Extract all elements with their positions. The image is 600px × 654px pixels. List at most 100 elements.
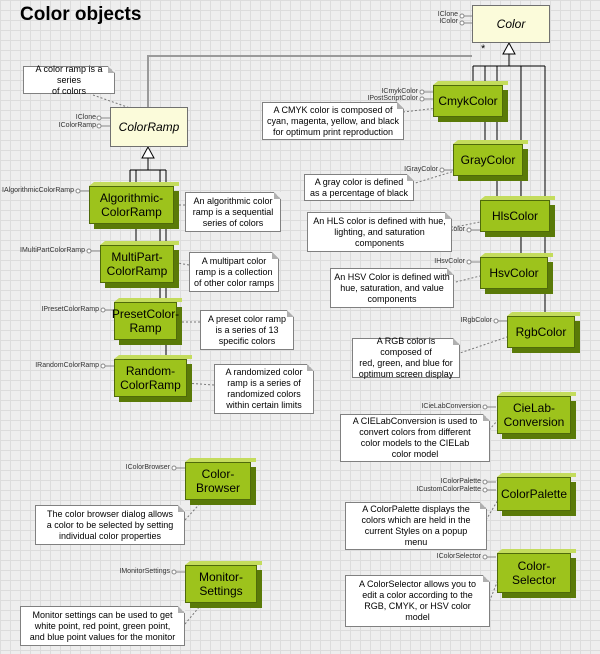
note-browser-text: The color browser dialog allows a color … xyxy=(46,508,174,541)
iface-igraycolor: IGrayColor xyxy=(404,166,438,173)
iface-icolorbrowser: IColorBrowser xyxy=(125,464,170,471)
color-ramp-class-label: ColorRamp xyxy=(118,120,180,134)
note-monitor-text: Monitor settings can be used to get whit… xyxy=(29,609,176,642)
note-rgb-text: A RGB color is composed of red, green, a… xyxy=(358,336,454,379)
multipart-color-ramp-class: MultiPart- ColorRamp xyxy=(100,245,174,283)
iface-irgbcolor: IRgbColor xyxy=(460,317,492,324)
iface-icolorselector: IColorSelector xyxy=(436,553,481,560)
note-hls-text: An HLS color is defined with hue, lighti… xyxy=(313,215,446,248)
page-title: Color objects xyxy=(20,4,142,25)
note-rgb: A RGB color is composed of red, green, a… xyxy=(352,336,460,379)
note-browser: The color browser dialog allows a color … xyxy=(35,505,185,545)
iface-irandomcolorramp: IRandomColorRamp xyxy=(35,362,99,369)
iface-icolorpalette: IColorPalette xyxy=(440,478,481,485)
note-cielab: A CIELabConversion is used to convert co… xyxy=(340,414,490,462)
cielab-conversion-label: CieLab- Conversion xyxy=(503,401,565,429)
iface-iclone: IClone xyxy=(437,11,458,18)
note-algorithmic: An algorithmic color ramp is a sequentia… xyxy=(185,192,281,232)
iface-ipostscriptcolor: IPostScriptColor xyxy=(367,95,418,102)
browser-interfaces: IColorBrowser xyxy=(100,464,170,471)
note-hsv: An HSV Color is defined with hue, satura… xyxy=(330,268,454,308)
selector-interfaces: IColorSelector xyxy=(400,553,481,560)
preset-color-ramp-label: PresetColor- Ramp xyxy=(111,307,180,335)
monitor-settings-label: Monitor- Settings xyxy=(198,570,243,598)
color-selector-label: Color- Selector xyxy=(511,559,557,587)
monitor-settings-class: Monitor- Settings xyxy=(185,565,257,603)
hls-color-label: HlsColor xyxy=(491,209,538,223)
random-color-ramp-class: Random- ColorRamp xyxy=(114,359,187,397)
color-class: Color xyxy=(472,5,550,43)
color-palette-class: ColorPalette xyxy=(497,477,571,511)
algorithmic-color-ramp-label: Algorithmic- ColorRamp xyxy=(99,191,164,219)
rgb-color-class: RgbColor xyxy=(507,316,575,348)
note-cmyk: A CMYK color is composed of cyan, magent… xyxy=(262,102,404,140)
inheritance-arrow xyxy=(141,145,155,159)
multiplicity-label: * xyxy=(481,43,486,55)
hsv-color-class: HsvColor xyxy=(480,257,548,289)
multipart-color-ramp-label: MultiPart- ColorRamp xyxy=(106,250,168,278)
hls-color-class: HlsColor xyxy=(480,200,550,232)
iface-icmykcolor: ICmykColor xyxy=(381,88,418,95)
algorithmic-interfaces: IAlgorithmicColorRamp xyxy=(0,187,74,194)
cielab-conversion-class: CieLab- Conversion xyxy=(497,396,571,434)
note-hls: An HLS color is defined with hue, lighti… xyxy=(307,212,452,252)
note-preset-text: A preset color ramp is a series of 13 sp… xyxy=(207,313,287,346)
note-preset: A preset color ramp is a series of 13 sp… xyxy=(200,310,294,350)
iface-ipresetcolorramp: IPresetColorRamp xyxy=(41,306,99,313)
color-palette-label: ColorPalette xyxy=(500,487,568,501)
gray-interfaces: IGrayColor xyxy=(380,166,438,173)
note-random: A randomized color ramp is a series of r… xyxy=(214,364,314,414)
note-color-ramp: A color ramp is a series of colors xyxy=(23,63,115,96)
color-browser-label: Color- Browser xyxy=(195,467,240,495)
note-multipart: A multipart color ramp is a collection o… xyxy=(189,252,279,292)
iface-imultipartcolorramp: IMultiPartColorRamp xyxy=(20,247,85,254)
inheritance-arrow xyxy=(502,41,516,55)
hsv-color-label: HsvColor xyxy=(489,266,539,280)
random-interfaces: IRandomColorRamp xyxy=(20,362,99,369)
iface-icolor: IColor xyxy=(439,18,458,25)
note-gray-text: A gray color is defined as a percentage … xyxy=(309,176,409,198)
iface-icielabconversion: ICieLabConversion xyxy=(421,403,481,410)
iface-icustomcolorpalette: ICustomColorPalette xyxy=(416,486,481,493)
preset-interfaces: IPresetColorRamp xyxy=(20,306,99,313)
color-class-label: Color xyxy=(496,17,526,31)
note-selector-text: A ColorSelector allows you to edit a col… xyxy=(358,579,477,622)
iface-ihsvcolor: IHsvColor xyxy=(434,258,465,265)
note-algorithmic-text: An algorithmic color ramp is a sequentia… xyxy=(192,195,274,228)
gray-color-label: GrayColor xyxy=(460,153,516,167)
iface-icolorramp: IColorRamp xyxy=(58,122,96,129)
monitor-interfaces: IMonitorSettings xyxy=(90,568,170,575)
note-color-ramp-text: A color ramp is a series of colors xyxy=(35,63,103,96)
note-cielab-text: A CIELabConversion is used to convert co… xyxy=(352,416,478,459)
note-multipart-text: A multipart color ramp is a collection o… xyxy=(193,255,275,288)
note-selector: A ColorSelector allows you to edit a col… xyxy=(345,575,490,627)
note-palette: A ColorPalette displays the colors which… xyxy=(345,502,487,550)
gray-color-class: GrayColor xyxy=(453,144,523,176)
cielab-interfaces: ICieLabConversion xyxy=(400,403,481,410)
note-random-text: A randomized color ramp is a series of r… xyxy=(225,367,303,410)
color-ramp-class: ColorRamp xyxy=(110,107,188,147)
algorithmic-color-ramp-class: Algorithmic- ColorRamp xyxy=(89,186,174,224)
note-cmyk-text: A CMYK color is composed of cyan, magent… xyxy=(266,104,400,137)
cmyk-color-label: CmykColor xyxy=(438,94,498,108)
note-monitor: Monitor settings can be used to get whit… xyxy=(20,606,185,646)
color-selector-class: Color- Selector xyxy=(497,553,571,593)
iface-iclone: IClone xyxy=(75,114,96,121)
iface-ialgorithmiccolorramp: IAlgorithmicColorRamp xyxy=(2,187,74,194)
color-browser-class: Color- Browser xyxy=(185,462,251,500)
iface-imonitorsettings: IMonitorSettings xyxy=(119,568,170,575)
random-color-ramp-label: Random- ColorRamp xyxy=(120,364,181,392)
rgb-interfaces: IRgbColor xyxy=(432,317,492,324)
note-gray: A gray color is defined as a percentage … xyxy=(304,174,414,201)
multipart-interfaces: IMultiPartColorRamp xyxy=(10,247,85,254)
rgb-color-label: RgbColor xyxy=(515,325,567,339)
note-hsv-text: An HSV Color is defined with hue, satura… xyxy=(334,271,450,304)
hsv-interfaces: IHsvColor xyxy=(405,258,465,265)
cmyk-color-class: CmykColor xyxy=(433,85,503,117)
note-palette-text: A ColorPalette displays the colors which… xyxy=(361,504,471,547)
preset-color-ramp-class: PresetColor- Ramp xyxy=(111,302,180,340)
